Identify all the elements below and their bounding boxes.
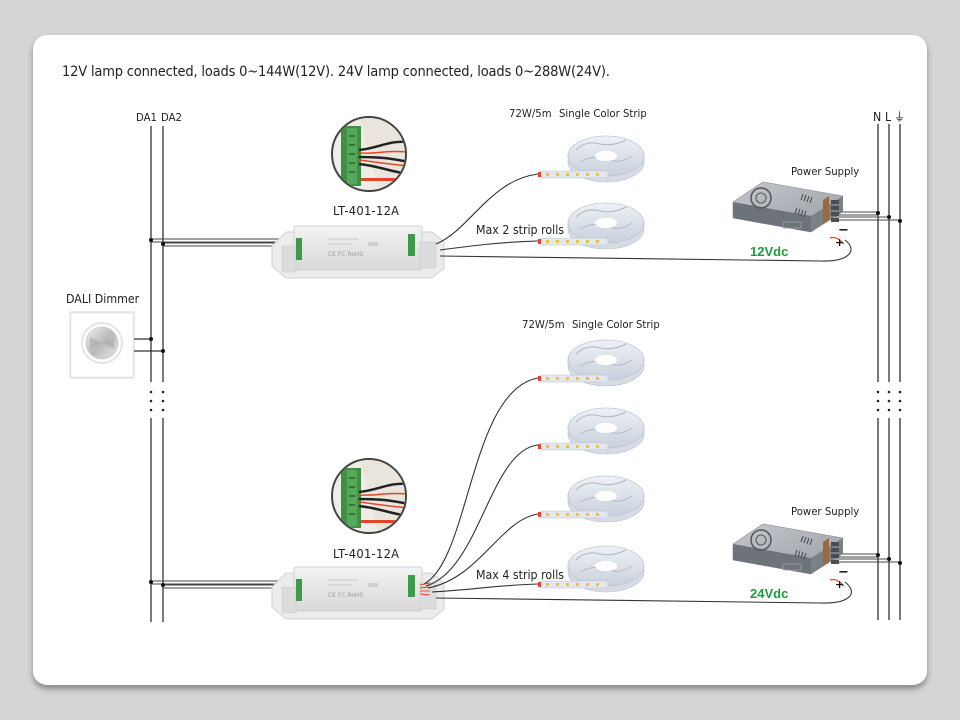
power-supply-2[interactable] <box>732 523 844 575</box>
da1-label: DA1 <box>136 111 157 124</box>
dali-dimmer[interactable] <box>69 311 135 379</box>
strip-spec-label-2: 72W/5m <box>522 318 565 331</box>
diagram-card <box>33 35 927 685</box>
dimmer-wires <box>134 338 163 352</box>
da2-label: DA2 <box>161 111 182 124</box>
dali-dimmer-label: DALI Dimmer <box>66 292 140 306</box>
dali-driver-2[interactable] <box>271 566 445 620</box>
circuit-2: − + <box>149 339 902 620</box>
power-supply-label-2: Power Supply <box>791 505 860 518</box>
driver-model-label-2: LT-401-12A <box>333 546 400 561</box>
strip-spec-label-1: 72W/5m <box>509 107 552 120</box>
circuit-1: − + <box>149 114 902 279</box>
voltage-label-2: 24Vdc <box>750 586 789 601</box>
terminal-detail-zoom-2 <box>332 456 409 536</box>
diagram-heading: 12V lamp connected, loads 0~144W(12V). 2… <box>62 64 610 80</box>
strip-type-label-1: Single Color Strip <box>559 107 647 120</box>
earth-icon: ⏚ <box>894 110 906 124</box>
led-strip-roll-2b[interactable] <box>537 407 645 455</box>
led-strip-roll-1b[interactable] <box>537 202 645 250</box>
power-supply-1[interactable] <box>732 181 844 233</box>
driver-model-label-1: LT-401-12A <box>333 203 400 218</box>
power-supply-label-1: Power Supply <box>791 165 860 178</box>
neutral-label: N <box>873 110 882 124</box>
led-strip-roll-2a[interactable] <box>537 339 645 387</box>
plus-terminal-2: + <box>835 578 844 591</box>
plus-terminal-1: + <box>835 236 844 249</box>
max-rolls-label-1: Max 2 strip rolls <box>476 223 565 237</box>
minus-terminal-2: − <box>838 565 849 580</box>
led-strip-roll-2c[interactable] <box>537 475 645 523</box>
strip-type-label-2: Single Color Strip <box>572 318 660 331</box>
mains-bus-gap-dots <box>876 390 902 412</box>
dali-bus-gap-dots <box>149 390 165 412</box>
dali-bus-lines <box>150 126 164 622</box>
minus-terminal-1: − <box>838 223 849 238</box>
max-rolls-label-2: Max 4 strip rolls <box>476 568 565 582</box>
led-strip-roll-2d[interactable] <box>537 545 645 593</box>
mains-bus-lines <box>877 124 901 620</box>
voltage-label-1: 12Vdc <box>750 244 789 259</box>
live-label: L <box>885 110 892 124</box>
terminal-detail-zoom-1 <box>332 114 409 194</box>
led-strip-roll-1a[interactable] <box>537 135 645 183</box>
dali-driver-1[interactable] <box>271 225 445 279</box>
